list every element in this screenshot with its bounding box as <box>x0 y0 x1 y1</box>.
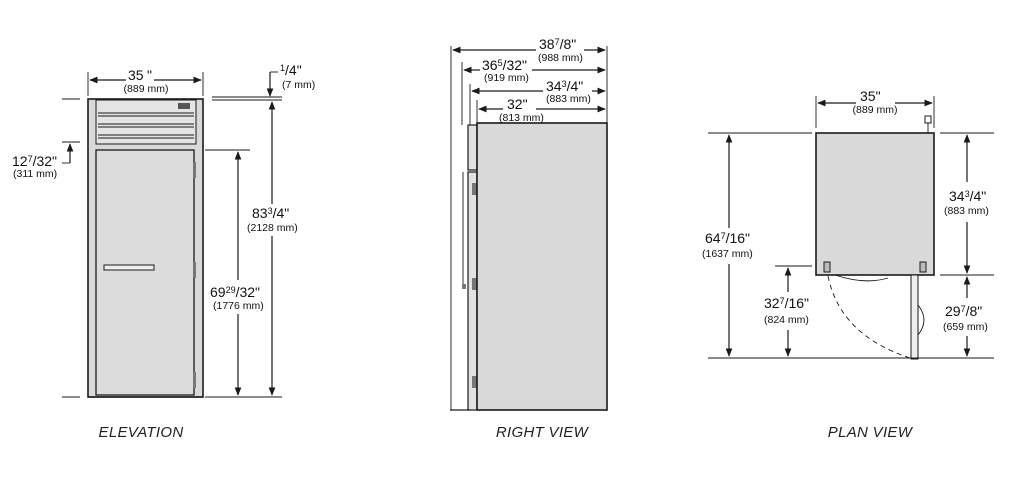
right-depth-2-label: 365/32" <box>482 57 527 73</box>
elevation-height-label: 833/4" <box>252 205 289 221</box>
right-depth-3-mm: (883 mm) <box>546 93 591 105</box>
plan-projection-label: 297/8" <box>945 303 982 319</box>
right-view-caption: RIGHT VIEW <box>496 424 590 441</box>
elevation-gap-mm: (7 mm) <box>282 79 315 91</box>
elevation-top-panel-mm: (311 mm) <box>13 168 57 180</box>
door-handle-plan <box>834 274 889 282</box>
elevation-door-height-mm: (1776 mm) <box>213 300 264 312</box>
door-edge <box>467 171 478 411</box>
cabinet-side <box>476 122 608 411</box>
elevation-width-whole: 35 <box>128 67 144 83</box>
elevation-caption: ELEVATION <box>99 424 184 441</box>
power-cord-icon <box>924 115 932 124</box>
door <box>95 149 195 396</box>
elevation-width-mm: (889 mm) <box>124 83 169 95</box>
plan-swing-label: 327/16" <box>764 295 809 311</box>
elevation-door-height-label: 6929/32" <box>210 284 260 300</box>
svg-text:": " <box>147 67 152 83</box>
plan-depth-mm: (883 mm) <box>944 205 989 217</box>
open-door <box>910 274 919 360</box>
plan-depth-label: 343/4" <box>949 188 986 204</box>
plan-width-mm: (889 mm) <box>853 104 898 116</box>
control-display <box>178 103 190 109</box>
elevation-gap-frac: 1/4" <box>280 62 302 78</box>
right-depth-3-label: 343/4" <box>546 78 583 94</box>
right-depth-body-label: 32" <box>507 96 528 112</box>
elevation-height-mm: (2128 mm) <box>247 222 298 234</box>
plan-swing-mm: (824 mm) <box>764 314 809 326</box>
elevation-top-panel-label: 127/32" <box>12 153 57 169</box>
plan-width-label: 35" <box>860 88 881 104</box>
elevation-view: 35 " (889 mm) 1/4" (7 mm) 127/32" (311 m… <box>12 62 315 441</box>
right-depth-2-mm: (919 mm) <box>484 72 529 84</box>
plan-projection-mm: (659 mm) <box>943 321 988 333</box>
plan-view: 35" (889 mm) 343/4" (883 mm) 647/16" (16… <box>702 88 994 441</box>
plan-overall-label: 647/16" <box>705 230 750 246</box>
door-handle <box>103 264 155 271</box>
right-depth-overall-mm: (988 mm) <box>538 52 583 64</box>
plan-view-caption: PLAN VIEW <box>828 424 914 441</box>
right-view: 387/8" (988 mm) 365/32" (919 mm) 343/4" … <box>450 36 608 441</box>
cabinet-top <box>815 132 935 276</box>
right-depth-overall-label: 387/8" <box>539 36 576 52</box>
door-edge-upper <box>467 124 478 171</box>
plan-overall-mm: (1637 mm) <box>702 248 753 260</box>
right-depth-body-mm: (813 mm) <box>499 112 544 124</box>
door-swing-arc <box>827 275 911 359</box>
